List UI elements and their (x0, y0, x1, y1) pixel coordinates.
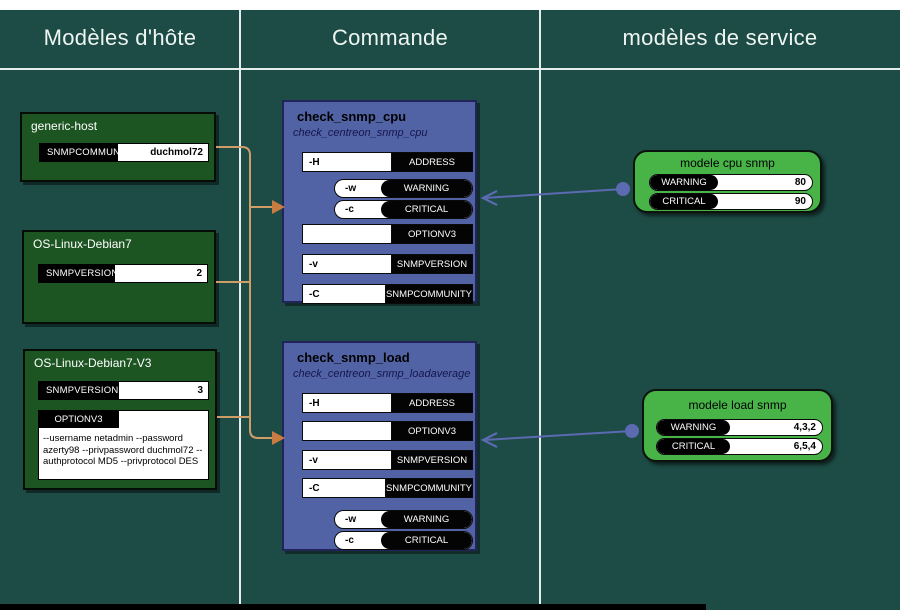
threshold-label: CRITICAL (650, 194, 718, 209)
header-divider (0, 68, 900, 70)
command-arg-row: OPTIONV3 (302, 421, 473, 441)
macro-label: SNMPVERSION (38, 264, 118, 283)
bottom-bar (0, 604, 706, 610)
arg-flag: -c (345, 535, 354, 546)
host-template-os-linux-debian7: OS-Linux-Debian7 SNMPVERSION 2 (22, 230, 216, 324)
host-template-os-linux-debian7-v3: OS-Linux-Debian7-V3 SNMPVERSION 3 OPTION… (23, 349, 217, 490)
macro-row: SNMPCOMMUNITY duchmol72 (39, 143, 209, 162)
arg-flag: -w (345, 183, 357, 194)
macro-label: OPTIONV3 (38, 410, 119, 428)
arg-macro: OPTIONV3 (392, 421, 473, 441)
host-template-title: generic-host (31, 119, 98, 133)
column-header-commands: Commande (331, 25, 449, 50)
command-arg-row: -c CRITICAL (334, 200, 473, 219)
host-template-generic-host: generic-host SNMPCOMMUNITY duchmol72 (20, 112, 216, 182)
macro-value: 3 (119, 381, 209, 400)
arg-flag: -H (302, 152, 392, 172)
arg-macro: CRITICAL (381, 201, 472, 218)
macro-row: SNMPVERSION 2 (38, 264, 208, 283)
command-arg-row: -c CRITICAL (334, 531, 473, 550)
threshold-value: 4,3,2 (793, 422, 816, 433)
service-template-load: modele load snmp WARNING 4,3,2 CRITICAL … (642, 389, 833, 462)
command-arg-row: -C SNMPCOMMUNITY (302, 284, 473, 304)
command-arg-row: -w WARNING (334, 510, 473, 529)
threshold-label: CRITICAL (657, 439, 730, 454)
service-template-cpu: modele cpu snmp WARNING 80 CRITICAL 90 (633, 150, 822, 213)
arg-macro: WARNING (381, 511, 472, 528)
arg-macro: SNMPCOMMUNITY (385, 478, 473, 498)
command-title: check_snmp_load (297, 350, 410, 365)
arg-flag: -v (302, 450, 392, 470)
arg-macro: SNMPCOMMUNITY (385, 284, 473, 304)
threshold-row: CRITICAL 6,5,4 (656, 438, 823, 455)
threshold-row: CRITICAL 90 (649, 193, 813, 210)
arg-flag: -v (302, 254, 392, 274)
macro-row: SNMPVERSION 3 (38, 381, 209, 400)
arg-macro: ADDRESS (392, 152, 473, 172)
arg-flag: -C (302, 284, 386, 304)
arg-flag: -w (345, 514, 357, 525)
macro-value: duchmol72 (118, 143, 209, 162)
threshold-row: WARNING 4,3,2 (656, 419, 823, 436)
arg-macro: CRITICAL (381, 532, 472, 549)
arg-flag: -H (302, 393, 392, 413)
arg-flag (302, 421, 392, 441)
command-arg-row: -H ADDRESS (302, 152, 473, 172)
threshold-label: WARNING (657, 420, 730, 435)
command-subtitle: check_centreon_snmp_loadaverage (293, 368, 471, 380)
optionv3-block: OPTIONV3 --username netadmin --password … (38, 410, 209, 480)
threshold-value: 90 (794, 196, 806, 207)
macro-label: SNMPCOMMUNITY (39, 143, 135, 162)
arg-macro: SNMPVERSION (392, 450, 473, 470)
service-template-title: modele cpu snmp (680, 156, 775, 170)
arg-macro: ADDRESS (392, 393, 473, 413)
arg-macro: WARNING (381, 180, 472, 197)
column-header-host-templates: Modèles d'hôte (43, 25, 197, 50)
command-arg-row: -C SNMPCOMMUNITY (302, 478, 473, 498)
arg-flag: -c (345, 204, 354, 215)
threshold-label: WARNING (650, 175, 718, 190)
threshold-value: 6,5,4 (793, 441, 816, 452)
arg-macro: OPTIONV3 (392, 224, 473, 244)
host-template-title: OS-Linux-Debian7 (33, 237, 132, 251)
arg-flag (302, 224, 392, 244)
arg-macro: SNMPVERSION (392, 254, 473, 274)
arg-flag: -C (302, 478, 386, 498)
command-arg-row: -v SNMPVERSION (302, 254, 473, 274)
command-arg-row: -w WARNING (334, 179, 473, 198)
command-arg-row: OPTIONV3 (302, 224, 473, 244)
command-title: check_snmp_cpu (297, 109, 407, 124)
command-arg-row: -v SNMPVERSION (302, 450, 473, 470)
column-divider (239, 10, 241, 606)
command-arg-row: -H ADDRESS (302, 393, 473, 413)
threshold-row: WARNING 80 (649, 174, 813, 191)
command-subtitle: check_centreon_snmp_cpu (293, 127, 428, 139)
service-template-title: modele load snmp (688, 398, 787, 412)
command-check-snmp-load: check_snmp_load check_centreon_snmp_load… (282, 341, 477, 551)
threshold-value: 80 (794, 177, 806, 188)
column-divider (539, 10, 541, 606)
host-template-title: OS-Linux-Debian7-V3 (34, 356, 152, 370)
macro-label: SNMPVERSION (38, 381, 119, 400)
macro-value: 2 (115, 264, 208, 283)
command-check-snmp-cpu: check_snmp_cpu check_centreon_snmp_cpu -… (282, 100, 477, 304)
column-header-service-templates: modèles de service (622, 25, 818, 50)
macro-value: --username netadmin --password azerty98 … (43, 433, 203, 467)
